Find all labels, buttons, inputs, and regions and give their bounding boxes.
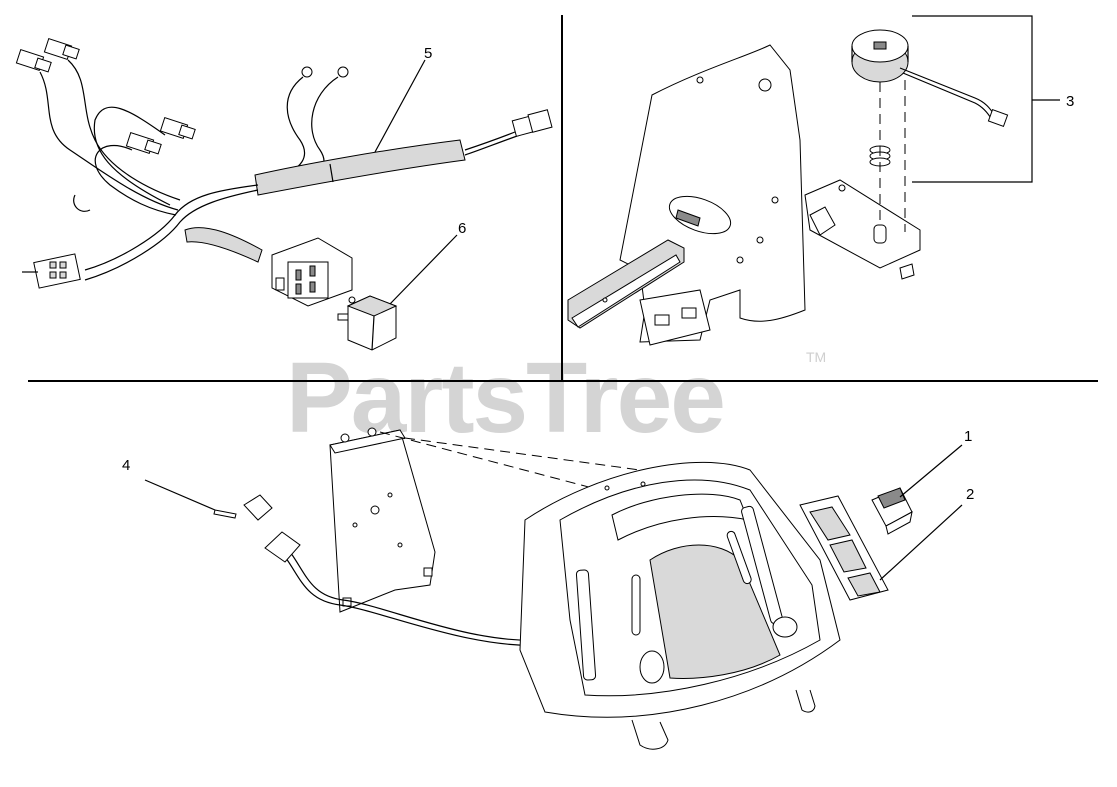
ring-terminal xyxy=(301,66,349,78)
wire-harness-group xyxy=(15,38,553,351)
callout-2: 2 xyxy=(966,486,974,503)
nut xyxy=(899,263,915,280)
bolt xyxy=(675,209,701,227)
switch-wire xyxy=(274,544,546,647)
harness-wire xyxy=(73,194,91,212)
harness-wire xyxy=(67,59,181,201)
console-leg xyxy=(795,689,816,713)
console-slot xyxy=(575,569,597,681)
harness-sleeve-lower xyxy=(184,227,263,263)
relay-socket xyxy=(271,237,356,307)
meter-wire xyxy=(902,72,993,121)
seat-switch xyxy=(264,531,301,563)
harness-wire xyxy=(84,184,259,271)
harness-wire xyxy=(84,189,259,281)
meter-bracket xyxy=(804,179,921,269)
harness-connector-d xyxy=(125,132,162,155)
harness-wire xyxy=(94,144,177,216)
grommet xyxy=(873,224,887,244)
leader-6 xyxy=(389,234,458,305)
screw xyxy=(213,509,237,519)
rocker-switch xyxy=(871,487,913,535)
harness-connector-b xyxy=(15,49,52,73)
harness-connector-c xyxy=(159,117,196,140)
leader-1 xyxy=(899,444,963,498)
callout-6: 6 xyxy=(458,220,466,237)
relay xyxy=(337,295,398,351)
leader-2 xyxy=(879,504,963,581)
harness-connector-a xyxy=(43,38,80,60)
harness-wire xyxy=(464,129,521,151)
harness-wire xyxy=(93,106,171,206)
harness-wire xyxy=(464,134,521,156)
hour-meter xyxy=(851,29,909,83)
panel-dividers xyxy=(28,15,1098,382)
leader-lines xyxy=(144,59,963,581)
watermark-text: PartsTree xyxy=(286,342,724,454)
callouts: 5 6 3 4 1 2 xyxy=(122,45,1074,503)
harness-sleeve xyxy=(254,139,466,196)
callout-3: 3 xyxy=(1066,93,1074,110)
watermark: PartsTree TM xyxy=(286,342,826,454)
callout-bracket-3 xyxy=(912,15,1033,183)
foot-plate xyxy=(639,289,711,346)
switch-cap xyxy=(243,494,273,521)
callout-1: 1 xyxy=(964,428,972,445)
switch-wire xyxy=(279,539,546,642)
harness-block-connector xyxy=(22,253,81,289)
harness-tie xyxy=(329,163,334,183)
meter-connector xyxy=(987,108,1009,128)
switch-bezel xyxy=(799,495,889,601)
harness-wire xyxy=(269,76,306,181)
console-key-slot xyxy=(639,650,665,684)
callout-5: 5 xyxy=(424,45,432,62)
console-leg xyxy=(631,719,669,750)
leader-5 xyxy=(374,59,426,153)
harness-wire xyxy=(39,71,179,211)
bracket-assembly xyxy=(567,15,1060,346)
mounting-plate xyxy=(329,429,436,613)
console-knob-hole xyxy=(772,616,798,638)
harness-connector-main xyxy=(511,109,553,137)
leader-4 xyxy=(144,479,216,511)
dash-bracket xyxy=(619,44,806,343)
watermark-trademark: TM xyxy=(806,349,826,365)
callout-4: 4 xyxy=(122,457,130,474)
console-group xyxy=(213,427,913,750)
